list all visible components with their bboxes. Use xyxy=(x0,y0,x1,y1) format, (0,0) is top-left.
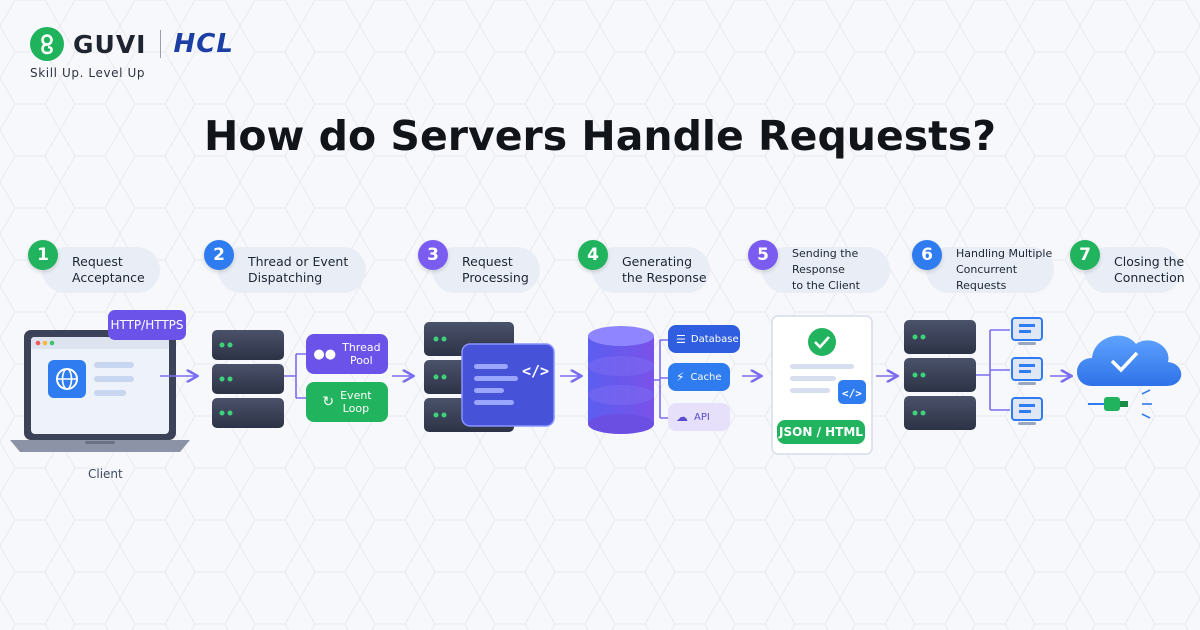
database-label: Database xyxy=(690,333,739,345)
step-6-label-line2: Concurrent Requests xyxy=(956,263,1018,292)
cache-chip: ⚡ Cache xyxy=(668,363,730,391)
brand-logo: GUVI HCL xyxy=(30,27,234,61)
concurrent-server-icon xyxy=(904,320,976,430)
users-icon: ●● xyxy=(313,346,337,362)
client-label: Client xyxy=(88,467,123,481)
api-chip: ☁ API xyxy=(668,403,730,431)
database-chip: ☰ Database xyxy=(668,325,740,353)
svg-text:</>: </> xyxy=(522,362,549,380)
step-3-label-line1: Request xyxy=(462,254,513,269)
step-7-number-badge: 7 xyxy=(1070,240,1100,270)
refresh-icon: ↻ xyxy=(322,394,335,410)
server-icon xyxy=(212,330,284,428)
event-loop-label-1: Event xyxy=(340,389,372,402)
json-html-badge: JSON / HTML xyxy=(777,420,865,444)
step-5-pill: Sending the Response to the Client xyxy=(762,247,890,293)
http-badge xyxy=(108,310,186,340)
step-2-label-line1: Thread or Event xyxy=(248,254,349,269)
concurrent-connector xyxy=(976,329,1010,411)
step-1-label-line2: Acceptance xyxy=(72,270,145,285)
brand-tagline: Skill Up. Level Up xyxy=(30,66,146,80)
step-7-label-line2: Connection xyxy=(1114,270,1185,285)
step-1-number-badge: 1 xyxy=(28,240,58,270)
thread-pool-label-1: Thread xyxy=(342,341,381,354)
code-window-icon: </> xyxy=(461,343,555,427)
diagram-illustrations: </> </> xyxy=(10,310,1182,455)
event-loop-label-2: Loop xyxy=(342,402,370,415)
laptop-icon xyxy=(10,330,190,452)
database-cylinder-icon xyxy=(588,326,654,434)
step-5-number-badge: 5 xyxy=(748,240,778,270)
lightning-icon: ⚡ xyxy=(676,370,685,384)
step-3-number-badge: 3 xyxy=(418,240,448,270)
step-4-number-badge: 4 xyxy=(578,240,608,270)
step-6-number-badge: 6 xyxy=(912,240,942,270)
unplugged-cable-icon xyxy=(1088,389,1152,419)
database-icon: ☰ xyxy=(676,332,686,346)
brand-divider xyxy=(160,30,162,58)
client-monitors-icon xyxy=(1011,317,1043,425)
step-4-label-line2: the Response xyxy=(622,270,707,285)
step-5-label-line2: to the Client xyxy=(792,279,860,292)
response-document-icon: </> xyxy=(771,315,873,455)
guvi-logo-icon xyxy=(30,27,64,61)
svg-text:</>: </> xyxy=(842,387,862,400)
api-label: API xyxy=(694,411,710,423)
dispatch-connector xyxy=(284,353,306,399)
guvi-wordmark: GUVI xyxy=(73,29,147,59)
cache-label: Cache xyxy=(690,371,722,383)
thread-pool-label-2: Pool xyxy=(349,354,373,367)
cloud-icon: ☁ xyxy=(676,410,688,424)
step-5-label: Sending the Response to the Client xyxy=(762,246,890,294)
step-1-label-line1: Request xyxy=(72,254,123,269)
step-6-label-line1: Handling Multiple xyxy=(956,247,1053,260)
step-7-label-line1: Closing the xyxy=(1114,254,1185,269)
step-3-label-line2: Processing xyxy=(462,270,529,285)
http-https-label: HTTP/HTTPS xyxy=(110,318,184,332)
page-title: How do Servers Handle Requests? xyxy=(204,112,996,160)
step-4-label-line1: Generating xyxy=(622,254,693,269)
step-2-label-line2: Dispatching xyxy=(248,270,323,285)
cloud-check-icon xyxy=(1077,335,1182,386)
hcl-wordmark: HCL xyxy=(173,29,234,59)
step-2-number-badge: 2 xyxy=(204,240,234,270)
response-connector xyxy=(654,339,668,419)
step-5-label-line1: Sending the Response xyxy=(792,247,859,276)
